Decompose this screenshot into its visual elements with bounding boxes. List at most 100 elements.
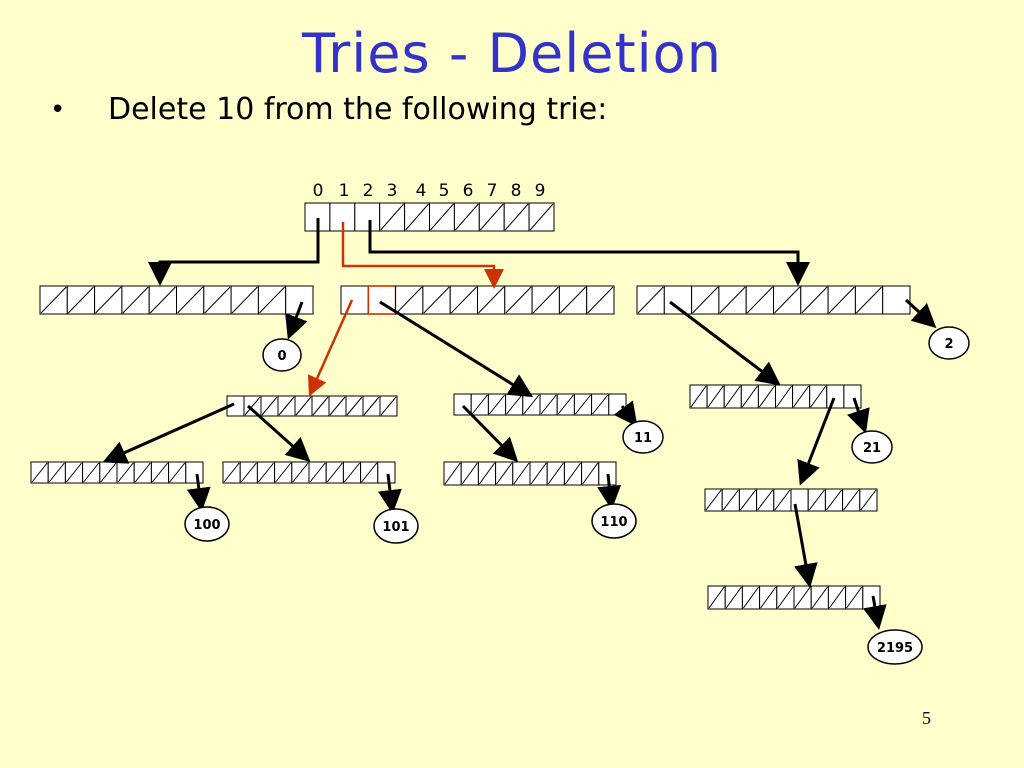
null-pointer-slash [405, 203, 429, 231]
null-pointer-slash [479, 203, 504, 231]
null-pointer-slash [346, 396, 363, 416]
null-pointer-slash [794, 586, 811, 609]
edge-100-leaf [186, 473, 211, 512]
edge-110-leaf [597, 473, 622, 510]
leaf-110: 110 [591, 503, 637, 539]
null-pointer-slash [801, 286, 828, 314]
null-pointer-slash [134, 462, 151, 483]
trie-cell [377, 461, 396, 484]
leaf-label: 110 [600, 515, 627, 530]
digit-label: 8 [511, 181, 522, 201]
null-pointer-slash [582, 462, 599, 485]
null-pointer-slash [637, 286, 664, 314]
digit-label: 6 [463, 181, 474, 201]
null-pointer-slash [329, 396, 346, 416]
trie-cell [826, 384, 845, 409]
null-pointer-slash [811, 586, 828, 609]
edge-1-1 [379, 300, 534, 398]
null-pointer-slash [380, 203, 404, 231]
bullet-marker: • [50, 94, 66, 125]
null-pointer-slash [547, 462, 564, 485]
edge-to-leaf-0 [285, 301, 308, 340]
null-pointer-slash [258, 462, 274, 483]
null-pointer-slash [223, 462, 240, 483]
null-pointer-slash [741, 385, 758, 408]
trie-node-node-110 [443, 461, 617, 486]
null-pointer-slash [461, 462, 478, 485]
null-pointer-slash [690, 385, 707, 408]
slide-title: Tries - Deletion [302, 22, 722, 85]
null-pointer-slash [450, 286, 477, 314]
null-pointer-slash [489, 394, 505, 415]
null-pointer-slash [506, 394, 523, 415]
null-pointer-slash [860, 489, 877, 511]
trie-node-node-21 [689, 384, 862, 409]
trie-node-node-2195 [707, 585, 881, 610]
null-pointer-slash [278, 396, 295, 416]
null-pointer-slash [312, 396, 329, 416]
edge-21-leaf [846, 397, 870, 434]
null-pointer-slash [746, 286, 773, 314]
null-pointer-slash [774, 489, 791, 511]
trie-node-node-10 [226, 395, 398, 417]
null-pointer-slash [204, 286, 231, 314]
digit-label: 9 [535, 181, 546, 201]
digit-label: 4 [416, 181, 427, 201]
trie-node-node-1 [340, 285, 615, 315]
null-pointer-slash [776, 385, 793, 408]
null-pointer-slash [793, 385, 810, 408]
edge-10-0 [102, 402, 235, 464]
null-pointer-slash [592, 394, 609, 415]
null-pointer-slash [856, 286, 883, 314]
null-pointer-slash [774, 286, 801, 314]
leaf-label: 0 [277, 349, 286, 364]
null-pointer-slash [587, 286, 614, 314]
null-pointer-slash [777, 586, 794, 609]
null-pointer-slash [326, 462, 343, 483]
leaf-2: 2 [928, 326, 970, 360]
trie-nodes [30, 202, 911, 610]
trie-cell [285, 285, 314, 315]
null-pointer-slash [708, 586, 725, 609]
null-pointer-slash [231, 286, 258, 314]
edge-2195-leaf [863, 595, 887, 630]
null-pointer-slash [478, 462, 496, 485]
leaf-label: 2195 [877, 641, 913, 656]
leaf-label: 21 [863, 441, 881, 456]
null-pointer-slash [505, 286, 532, 314]
null-pointer-slash [540, 394, 557, 415]
trie-cell [862, 585, 881, 610]
null-pointer-slash [380, 396, 397, 416]
edge-2-1 [669, 300, 781, 386]
digit-label: 0 [313, 181, 324, 201]
null-pointer-slash [705, 489, 722, 511]
trie-cell [790, 488, 809, 512]
bullet-item: • Delete 10 from the following trie: [50, 92, 607, 127]
null-pointer-slash [758, 385, 775, 408]
null-pointer-slash [719, 286, 746, 314]
null-pointer-slash [122, 286, 149, 314]
root-digit-labels: 0 1 2 3 4 5 6 7 8 9 [313, 181, 546, 201]
null-pointer-slash [724, 385, 741, 408]
trie-cell [843, 384, 862, 409]
bullet-text: Delete 10 from the following trie: [108, 92, 608, 127]
null-pointer-slash [444, 462, 461, 485]
null-pointer-slash [95, 286, 122, 314]
null-pointer-slash [722, 489, 739, 511]
trie-cell [354, 202, 381, 232]
null-pointer-slash [423, 286, 450, 314]
null-pointer-slash [177, 286, 204, 314]
digit-label: 1 [339, 181, 350, 201]
null-pointer-slash [808, 489, 825, 511]
null-pointer-slash [557, 394, 574, 415]
null-pointer-slash [259, 286, 286, 314]
leaf-label: 101 [382, 520, 409, 535]
digit-label: 5 [439, 181, 450, 201]
null-pointer-slash [117, 462, 134, 483]
null-pointer-slash [740, 489, 756, 511]
trie-cell [340, 285, 369, 315]
edge-root-2 [368, 220, 810, 286]
trie-edges [102, 218, 937, 630]
edge-10-1 [246, 404, 311, 463]
